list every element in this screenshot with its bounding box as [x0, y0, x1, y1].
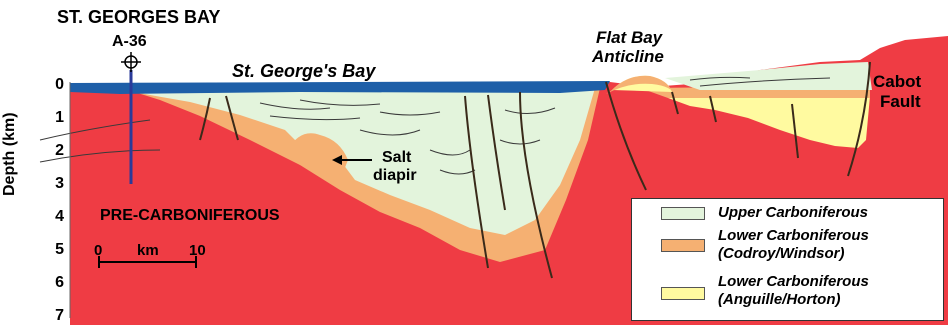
legend-swatch-anguille [661, 287, 705, 300]
basement-label: PRE-CARBONIFEROUS [100, 208, 280, 224]
depth-tick: 5 [44, 242, 64, 258]
depth-tick: 4 [44, 209, 64, 225]
legend: Upper Carboniferous Lower Carboniferous … [631, 198, 944, 321]
legend-label-anguille-line2: (Anguille/Horton) [718, 291, 840, 308]
well-symbol-icon [121, 52, 141, 72]
salt-label-line2: diapir [373, 168, 417, 184]
scale-bar-unit: km [137, 243, 159, 258]
legend-swatch-codroy [661, 239, 705, 252]
eastern-upper-unit [665, 62, 872, 90]
sea [70, 81, 610, 94]
legend-label-upper: Upper Carboniferous [718, 204, 868, 221]
fault-label-line1: Cabot [873, 73, 921, 90]
depth-tick: 6 [44, 275, 64, 291]
anticline-label-line1: Flat Bay [596, 29, 662, 46]
sea-label: St. George's Bay [232, 62, 375, 80]
scale-bar-start: 0 [94, 243, 102, 258]
salt-label-line1: Salt [382, 150, 411, 166]
depth-tick: 1 [44, 110, 64, 126]
legend-label-codroy-line2: (Codroy/Windsor) [718, 245, 845, 262]
depth-tick: 2 [44, 143, 64, 159]
fault-label-line2: Fault [880, 93, 921, 110]
depth-tick: 3 [44, 176, 64, 192]
diagram-title: ST. GEORGES BAY [57, 8, 220, 26]
legend-label-codroy-line1: Lower Carboniferous [718, 227, 869, 244]
depth-tick: 7 [44, 308, 64, 324]
depth-axis-title: Depth (km) [2, 112, 18, 196]
legend-label-anguille-line1: Lower Carboniferous [718, 273, 869, 290]
anticline-label-line2: Anticline [592, 48, 664, 65]
scale-bar-end: 10 [189, 243, 206, 258]
legend-swatch-upper [661, 207, 705, 220]
well-label: A-36 [112, 34, 147, 50]
depth-tick: 0 [44, 77, 64, 93]
